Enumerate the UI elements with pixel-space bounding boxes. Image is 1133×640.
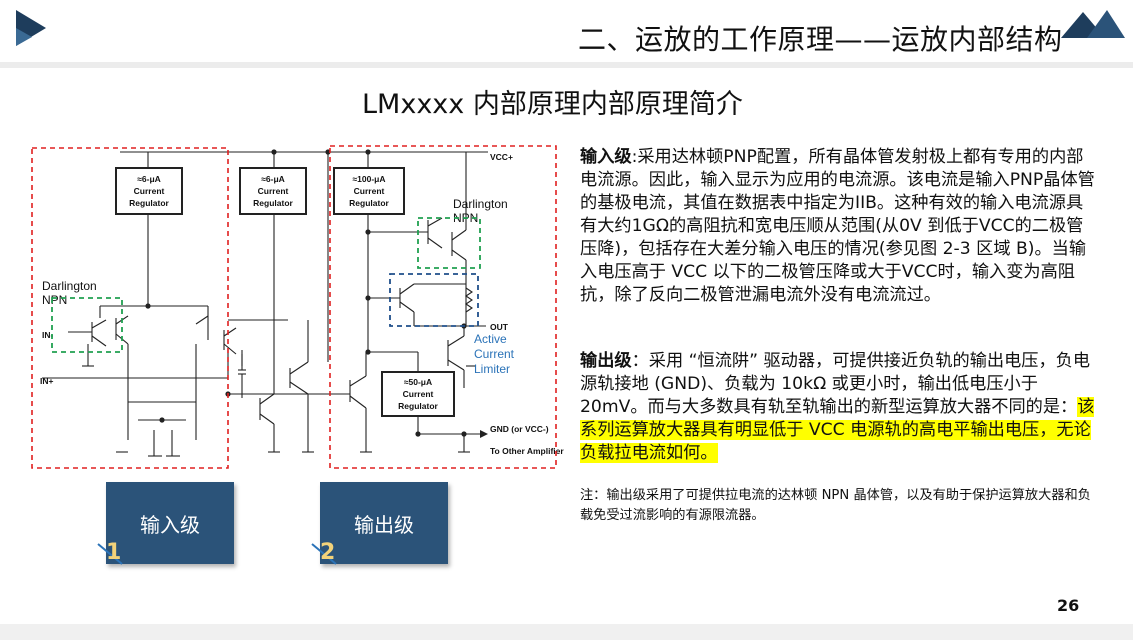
vcc-label: VCC+ xyxy=(490,152,513,162)
input-stage-paragraph: 输入级:采用达林顿PNP配置，所有晶体管发射极上都有专用的内部电流源。因此，输入… xyxy=(580,146,1095,307)
reg1-line2: Current xyxy=(134,186,165,196)
active-limiter-line1: Active xyxy=(474,332,507,346)
reg4-line2: Current xyxy=(403,389,434,399)
output-stage-paragraph: 输出级：采用 “恒流阱” 驱动器，可提供接近负轨的输出电压，负电源轨接地 (GN… xyxy=(580,350,1095,465)
stage-number-1: 1 xyxy=(106,540,122,565)
page-number: 26 xyxy=(1057,596,1080,615)
darlington-left-line1: Darlington xyxy=(42,279,97,293)
active-limiter-line3: Limiter xyxy=(474,362,510,376)
input-stage-frame xyxy=(31,147,229,469)
reg1-line3: Regulator xyxy=(129,198,169,208)
play-logo-icon xyxy=(16,10,46,46)
input-stage-label: 输入级 xyxy=(580,147,632,167)
limiter-frame xyxy=(389,273,479,327)
reg4-line3: Regulator xyxy=(398,401,438,411)
bottom-bar xyxy=(0,624,1133,640)
input-stage-button[interactable]: 输入级 xyxy=(106,482,234,564)
darlington-right-line1: Darlington xyxy=(453,197,508,211)
in-minus-label: IN- xyxy=(42,330,54,340)
output-stage-frame xyxy=(329,145,557,469)
note-text: 注：输出级采用了可提供拉电流的达林顿 NPN 晶体管，以及有助于保护运算放大器和… xyxy=(580,488,1091,523)
to-other-label: To Other Amplifier xyxy=(490,446,564,456)
reg3-line1: ≈100-μA xyxy=(352,174,385,184)
gnd-label: GND (or VCC-) xyxy=(490,424,549,434)
output-stage-body: ：采用 “恒流阱” 驱动器，可提供接近负轨的输出电压，负电源轨接地 (GND)、… xyxy=(580,351,1091,417)
darlington-left-line2: NPN xyxy=(42,293,67,307)
stage-number-2: 2 xyxy=(320,540,336,565)
darlington-right-frame xyxy=(417,217,481,269)
reg1-line1: ≈6-μA xyxy=(137,174,161,184)
slide-subtitle: LMxxxx 内部原理内部原理简介 xyxy=(362,89,743,120)
input-stage-body: :采用达林顿PNP配置，所有晶体管发射极上都有专用的内部电流源。因此，输入显示为… xyxy=(580,147,1095,305)
mountain-logo-icon xyxy=(1061,10,1125,38)
reg3-line3: Regulator xyxy=(349,198,389,208)
in-plus-label: IN+ xyxy=(40,376,54,386)
header-divider xyxy=(0,62,1133,68)
active-limiter-line2: Current xyxy=(474,347,515,361)
reg3-line2: Current xyxy=(354,186,385,196)
header-title: 二、运放的工作原理——运放内部结构 xyxy=(578,23,1063,56)
darlington-left-frame xyxy=(51,297,123,353)
opamp-circuit-diagram: ≈6-μA Current Regulator ≈6-μA Current Re… xyxy=(31,145,564,469)
slash-icon xyxy=(311,543,337,565)
reg4-line1: ≈50-μA xyxy=(404,377,432,387)
slash-icon xyxy=(97,543,123,565)
out-label: OUT xyxy=(490,322,509,332)
reg2-line1: ≈6-μA xyxy=(261,174,285,184)
output-stage-label: 输出级 xyxy=(580,351,632,371)
output-stage-button[interactable]: 输出级 xyxy=(320,482,448,564)
reg2-line3: Regulator xyxy=(253,198,293,208)
reg2-line2: Current xyxy=(258,186,289,196)
